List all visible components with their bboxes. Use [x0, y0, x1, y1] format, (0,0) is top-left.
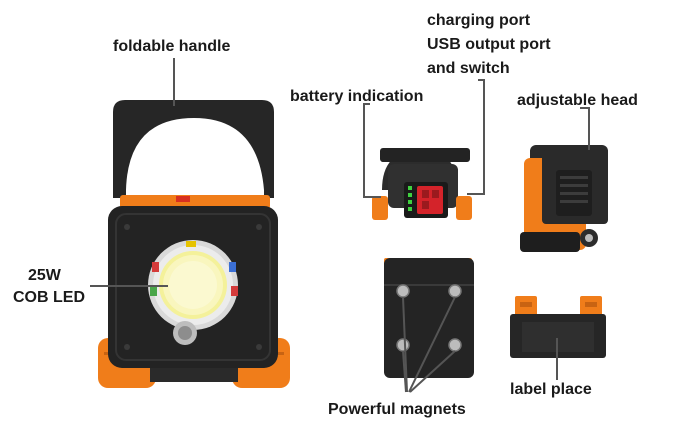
- label-powerful-magnets: Powerful magnets: [328, 401, 466, 418]
- magnet-icon: [396, 338, 410, 352]
- back-view: [372, 148, 472, 220]
- label-cob-led: COB LED: [13, 289, 85, 306]
- main-lamp: [98, 100, 290, 388]
- label-foldable-handle: foldable handle: [113, 38, 231, 55]
- label-charging-port: charging port: [427, 12, 531, 29]
- top-strip: [120, 195, 270, 209]
- label-label-place: label place: [510, 381, 592, 398]
- label-adjustable-head: adjustable head: [517, 92, 638, 109]
- foldable-handle: [113, 100, 274, 198]
- magnet-view: [384, 258, 474, 378]
- magnet-icon: [448, 284, 462, 298]
- side-view: [520, 145, 608, 252]
- label-and-switch: and switch: [427, 60, 510, 77]
- label-usb-output-port: USB output port: [427, 36, 551, 53]
- label-25w: 25W: [28, 267, 61, 284]
- switch-panel: [417, 186, 443, 214]
- magnet-icon: [396, 284, 410, 298]
- magnet-icon: [448, 338, 462, 352]
- label-place-view: [510, 296, 606, 358]
- leader-lines: [90, 58, 590, 393]
- label-battery-indication: battery indication: [290, 88, 424, 105]
